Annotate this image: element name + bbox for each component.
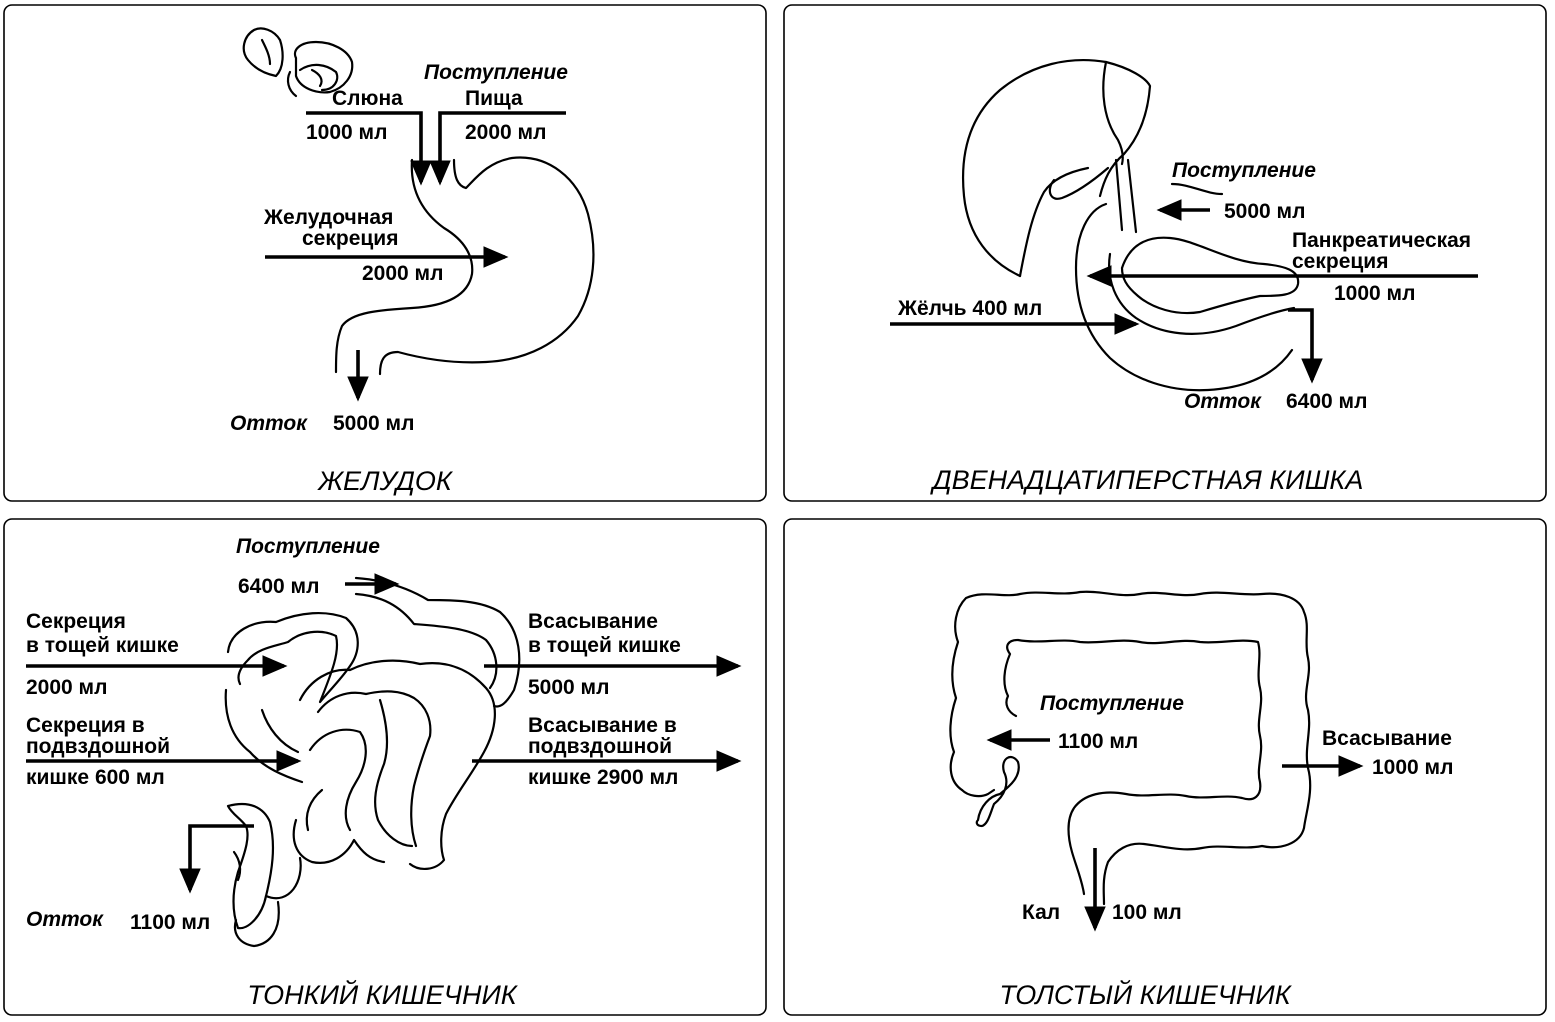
large-intestine-inflow-heading: Поступление: [1040, 692, 1184, 715]
small-intestine-title: ТОНКИЙ КИШЕЧНИК: [247, 978, 519, 1010]
ileum-secretion-label-2: подвздошной: [26, 735, 170, 758]
duodenum-inflow-heading: Поступление: [1172, 159, 1316, 182]
gastric-secretion-volume: 2000 мл: [362, 262, 443, 285]
small-intestine-organ: [224, 576, 521, 948]
small-intestine-inflow-heading: Поступление: [236, 535, 380, 558]
duodenum-inflow-volume: 5000 мл: [1224, 200, 1305, 223]
food-volume: 2000 мл: [465, 121, 546, 144]
small-intestine-outflow-volume: 1100 мл: [130, 911, 210, 934]
ileum-secretion-label-1: Секреция в: [26, 714, 145, 737]
jejunum-absorption-label-1: Всасывание: [528, 610, 658, 633]
ileum-absorption-label-2: подвздошной: [528, 735, 672, 758]
food-label: Пища: [465, 87, 523, 110]
ileum-absorption-label-3: кишке 2900 мл: [528, 766, 678, 789]
stomach-organ: [334, 156, 595, 376]
saliva-label: Слюна: [332, 87, 403, 110]
small-intestine-panel: Поступление 6400 мл Секреция в тощей киш…: [3, 518, 767, 1016]
small-intestine-outflow-label: Отток: [26, 908, 104, 931]
pancreatic-secretion-label-1: Панкреатическая: [1292, 229, 1471, 252]
small-intestine-outflow-arrow: [179, 824, 254, 894]
pancreatic-secretion-volume: 1000 мл: [1334, 282, 1415, 305]
jejunum-absorption-label-2: в тощей кишке: [528, 634, 681, 657]
gastric-secretion-label-1: Желудочная: [263, 206, 393, 229]
stomach-panel: Поступление Слюна 1000 мл Пища 2000 мл Ж…: [3, 4, 767, 502]
salivary-gland-icon: [242, 27, 354, 98]
large-intestine-frame: [783, 518, 1547, 1016]
feces-label: Кал: [1022, 901, 1060, 924]
jejunum-secretion-volume: 2000 мл: [26, 676, 107, 699]
stomach-outflow-volume: 5000 мл: [333, 412, 414, 435]
jejunum-secretion-label-1: Секреция: [26, 610, 126, 633]
large-intestine-inflow-volume: 1100 мл: [1058, 730, 1138, 753]
bile-label: Жёлчь 400 мл: [897, 297, 1042, 320]
ileum-secretion-label-3: кишке 600 мл: [26, 766, 165, 789]
duodenum-panel: Поступление 5000 мл Панкреатическая секр…: [783, 4, 1547, 502]
pancreatic-secretion-label-2: секреция: [1292, 250, 1388, 273]
large-intestine-title: ТОЛСТЫЙ КИШЕЧНИК: [999, 978, 1292, 1010]
large-intestine-panel: Поступление 1100 мл Всасывание 1000 мл К…: [783, 518, 1547, 1016]
jejunum-absorption-volume: 5000 мл: [528, 676, 609, 699]
stomach-frame: [3, 4, 767, 502]
duodenum-organ: [961, 59, 1300, 392]
gastric-secretion-label-2: секреция: [302, 227, 398, 250]
stomach-inflow-heading: Поступление: [424, 61, 568, 84]
duodenum-outflow-volume: 6400 мл: [1286, 390, 1367, 413]
ileum-absorption-label-1: Всасывание в: [528, 714, 677, 737]
food-inflow-arrow: [429, 111, 566, 186]
large-intestine-organ: [949, 590, 1312, 906]
duodenum-outflow-arrow: [1288, 308, 1323, 384]
stomach-title: ЖЕЛУДОК: [316, 466, 454, 496]
feces-volume: 100 мл: [1112, 901, 1182, 924]
duodenum-title: ДВЕНАДЦАТИПЕРСТНАЯ КИШКА: [930, 465, 1364, 495]
jejunum-secretion-label-2: в тощей кишке: [26, 634, 179, 657]
saliva-volume: 1000 мл: [306, 121, 387, 144]
small-intestine-inflow-volume: 6400 мл: [238, 575, 319, 598]
large-intestine-absorption-label: Всасывание: [1322, 727, 1452, 750]
saliva-inflow-arrow: [306, 111, 432, 186]
duodenum-frame: [783, 4, 1547, 502]
duodenum-outflow-label: Отток: [1184, 390, 1262, 413]
stomach-outflow-label: Отток: [230, 412, 308, 435]
large-intestine-absorption-volume: 1000 мл: [1372, 756, 1453, 779]
